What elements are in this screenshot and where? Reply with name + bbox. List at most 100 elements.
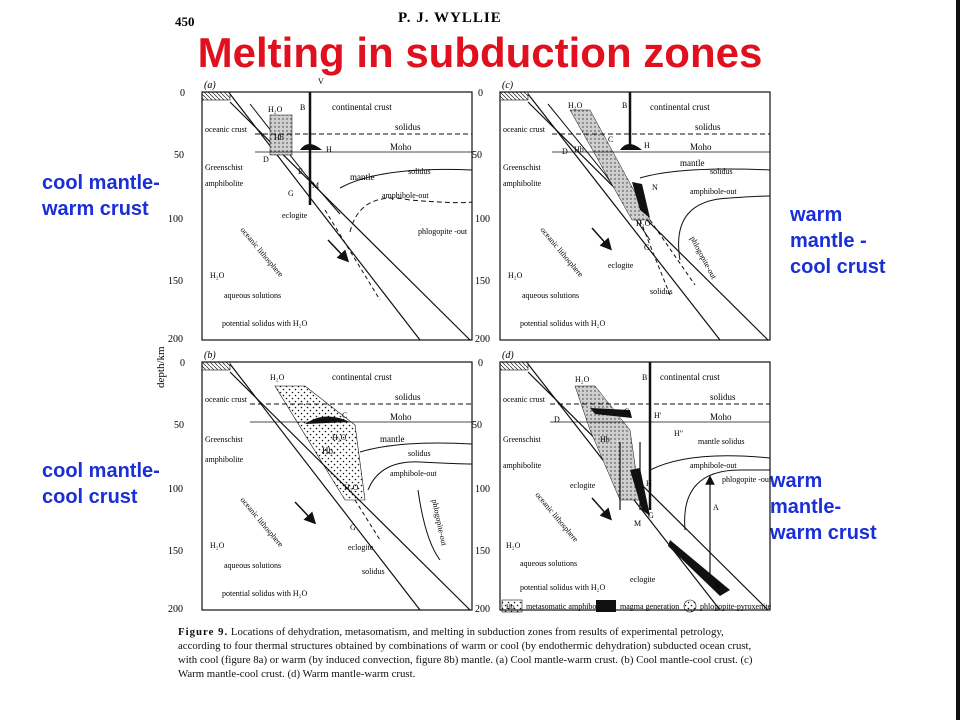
label: C [342,411,347,420]
side-label-d-line1: warm [770,470,823,492]
label: H₂O [344,483,359,492]
panel-d: (d) 0 50 100 150 200 continental crust s… [472,350,772,615]
label: Greenschist [503,163,542,172]
label: H₂O [270,373,285,382]
caption-text: Locations of dehydration, metasomatism, … [178,626,753,680]
panel-b-tick-150: 150 [168,546,183,557]
label: aqueous solutions [520,559,577,568]
panel-a-tick-0: 0 [180,88,185,99]
label: D [554,415,560,424]
label: solidus [710,392,736,402]
label: H₂O [506,541,521,550]
panel-b-tick-100: 100 [168,484,183,495]
label: solidus [362,567,385,576]
label: amphibolite [205,455,244,464]
legend-hb-label: Hb [506,603,515,611]
label: oceanic crust [205,125,248,134]
panel-d-letter: (d) [502,350,514,361]
side-label-d: warm mantle- warm crust [770,468,877,546]
panel-d-tick-200: 200 [475,604,490,615]
label: solidus [408,449,431,458]
label: V [318,77,324,86]
label: eclogite [282,211,308,220]
label: mantle solidus [698,437,744,446]
label: Moho [710,412,732,422]
label: G [648,511,654,520]
label: potential solidus with H₂O [520,319,605,328]
label: Hb [274,133,284,142]
side-label-b-line1: cool mantle- [42,460,160,482]
figure-legend: Hb metasomatic amphibole magma generatio… [501,599,772,613]
label: D [263,155,269,164]
label: H₂O [210,271,225,280]
label: Moho [690,142,712,152]
label: amphibole-out [382,191,429,200]
label: E [298,167,303,176]
label: oceanic lithosphere [238,226,285,280]
side-label-a-line1: cool mantle- [42,172,160,194]
panel-c-tick-200: 200 [475,334,490,345]
panel-c-tick-0: 0 [478,88,483,99]
label: M [312,181,319,190]
panel-d-tick-150: 150 [475,546,490,557]
page-number: 450 [175,14,195,29]
label: oceanic lithosphere [533,491,580,545]
panel-a-letter: (a) [204,80,216,91]
label: H₂O [210,541,225,550]
label: amphibole-out [690,461,737,470]
label: phlogopite-out [688,235,718,282]
legend-magma: magma generation [620,602,679,611]
label: H₂O [268,105,283,114]
label: solidus [710,167,733,176]
slide-title: Melting in subduction zones [197,29,763,76]
label: H₂O [636,219,651,228]
side-label-a-line2: warm crust [42,198,149,220]
label: H' [654,411,662,420]
label: Hb. [322,446,335,456]
side-label-b-line2: cool crust [42,486,138,508]
label: H [644,141,650,150]
label: B [622,101,627,110]
panel-a-tick-50: 50 [174,150,184,161]
label: eclogite [630,575,656,584]
label: eclogite [348,543,374,552]
label: Greenschist [503,435,542,444]
label: aqueous solutions [522,291,579,300]
panel-d-tick-0: 0 [478,358,483,369]
label: G [350,523,356,532]
label: oceanic lithosphere [538,226,585,280]
subduction-figure: depth/km (a) 0 50 100 150 200 continenta… [155,77,772,615]
label: D [562,147,568,156]
label: continental crust [332,102,392,112]
label: phlogopite-out [430,499,449,548]
panel-c-letter: (c) [502,80,514,91]
label: solidus [395,122,421,132]
label: A [713,503,719,512]
label: R [715,581,721,590]
label: H₂O [332,433,347,442]
label: amphibole-out [690,187,737,196]
label: H₂O [508,271,523,280]
panel-b-tick-50: 50 [174,420,184,431]
label: mantle [680,158,705,168]
label: N [652,183,658,192]
side-label-c: warm mantle - cool crust [790,202,886,280]
label: Hb [574,145,584,154]
panel-b-tick-200: 200 [168,604,183,615]
figure-caption: Figure 9. Locations of dehydration, meta… [178,625,768,681]
panel-c: (c) 0 50 100 150 200 continental crust s… [472,80,771,345]
panel-b: (b) 0 50 100 150 200 continental crust s… [168,350,473,615]
label: Moho [390,142,412,152]
side-label-a: cool mantle- warm crust [42,170,160,222]
label: H₂O [568,101,583,110]
label: H [646,479,652,488]
label: oceanic crust [503,395,546,404]
panel-c-tick-100: 100 [475,214,490,225]
label: Greenschist [205,163,244,172]
panel-a-tick-200: 200 [168,334,183,345]
label: oceanic lithosphere [238,496,285,550]
panel-a-tick-150: 150 [168,276,183,287]
label: H₂O [575,375,590,384]
side-label-b: cool mantle- cool crust [42,458,160,510]
legend-phlogopite: phlogopite-pyroxenite [700,602,772,611]
